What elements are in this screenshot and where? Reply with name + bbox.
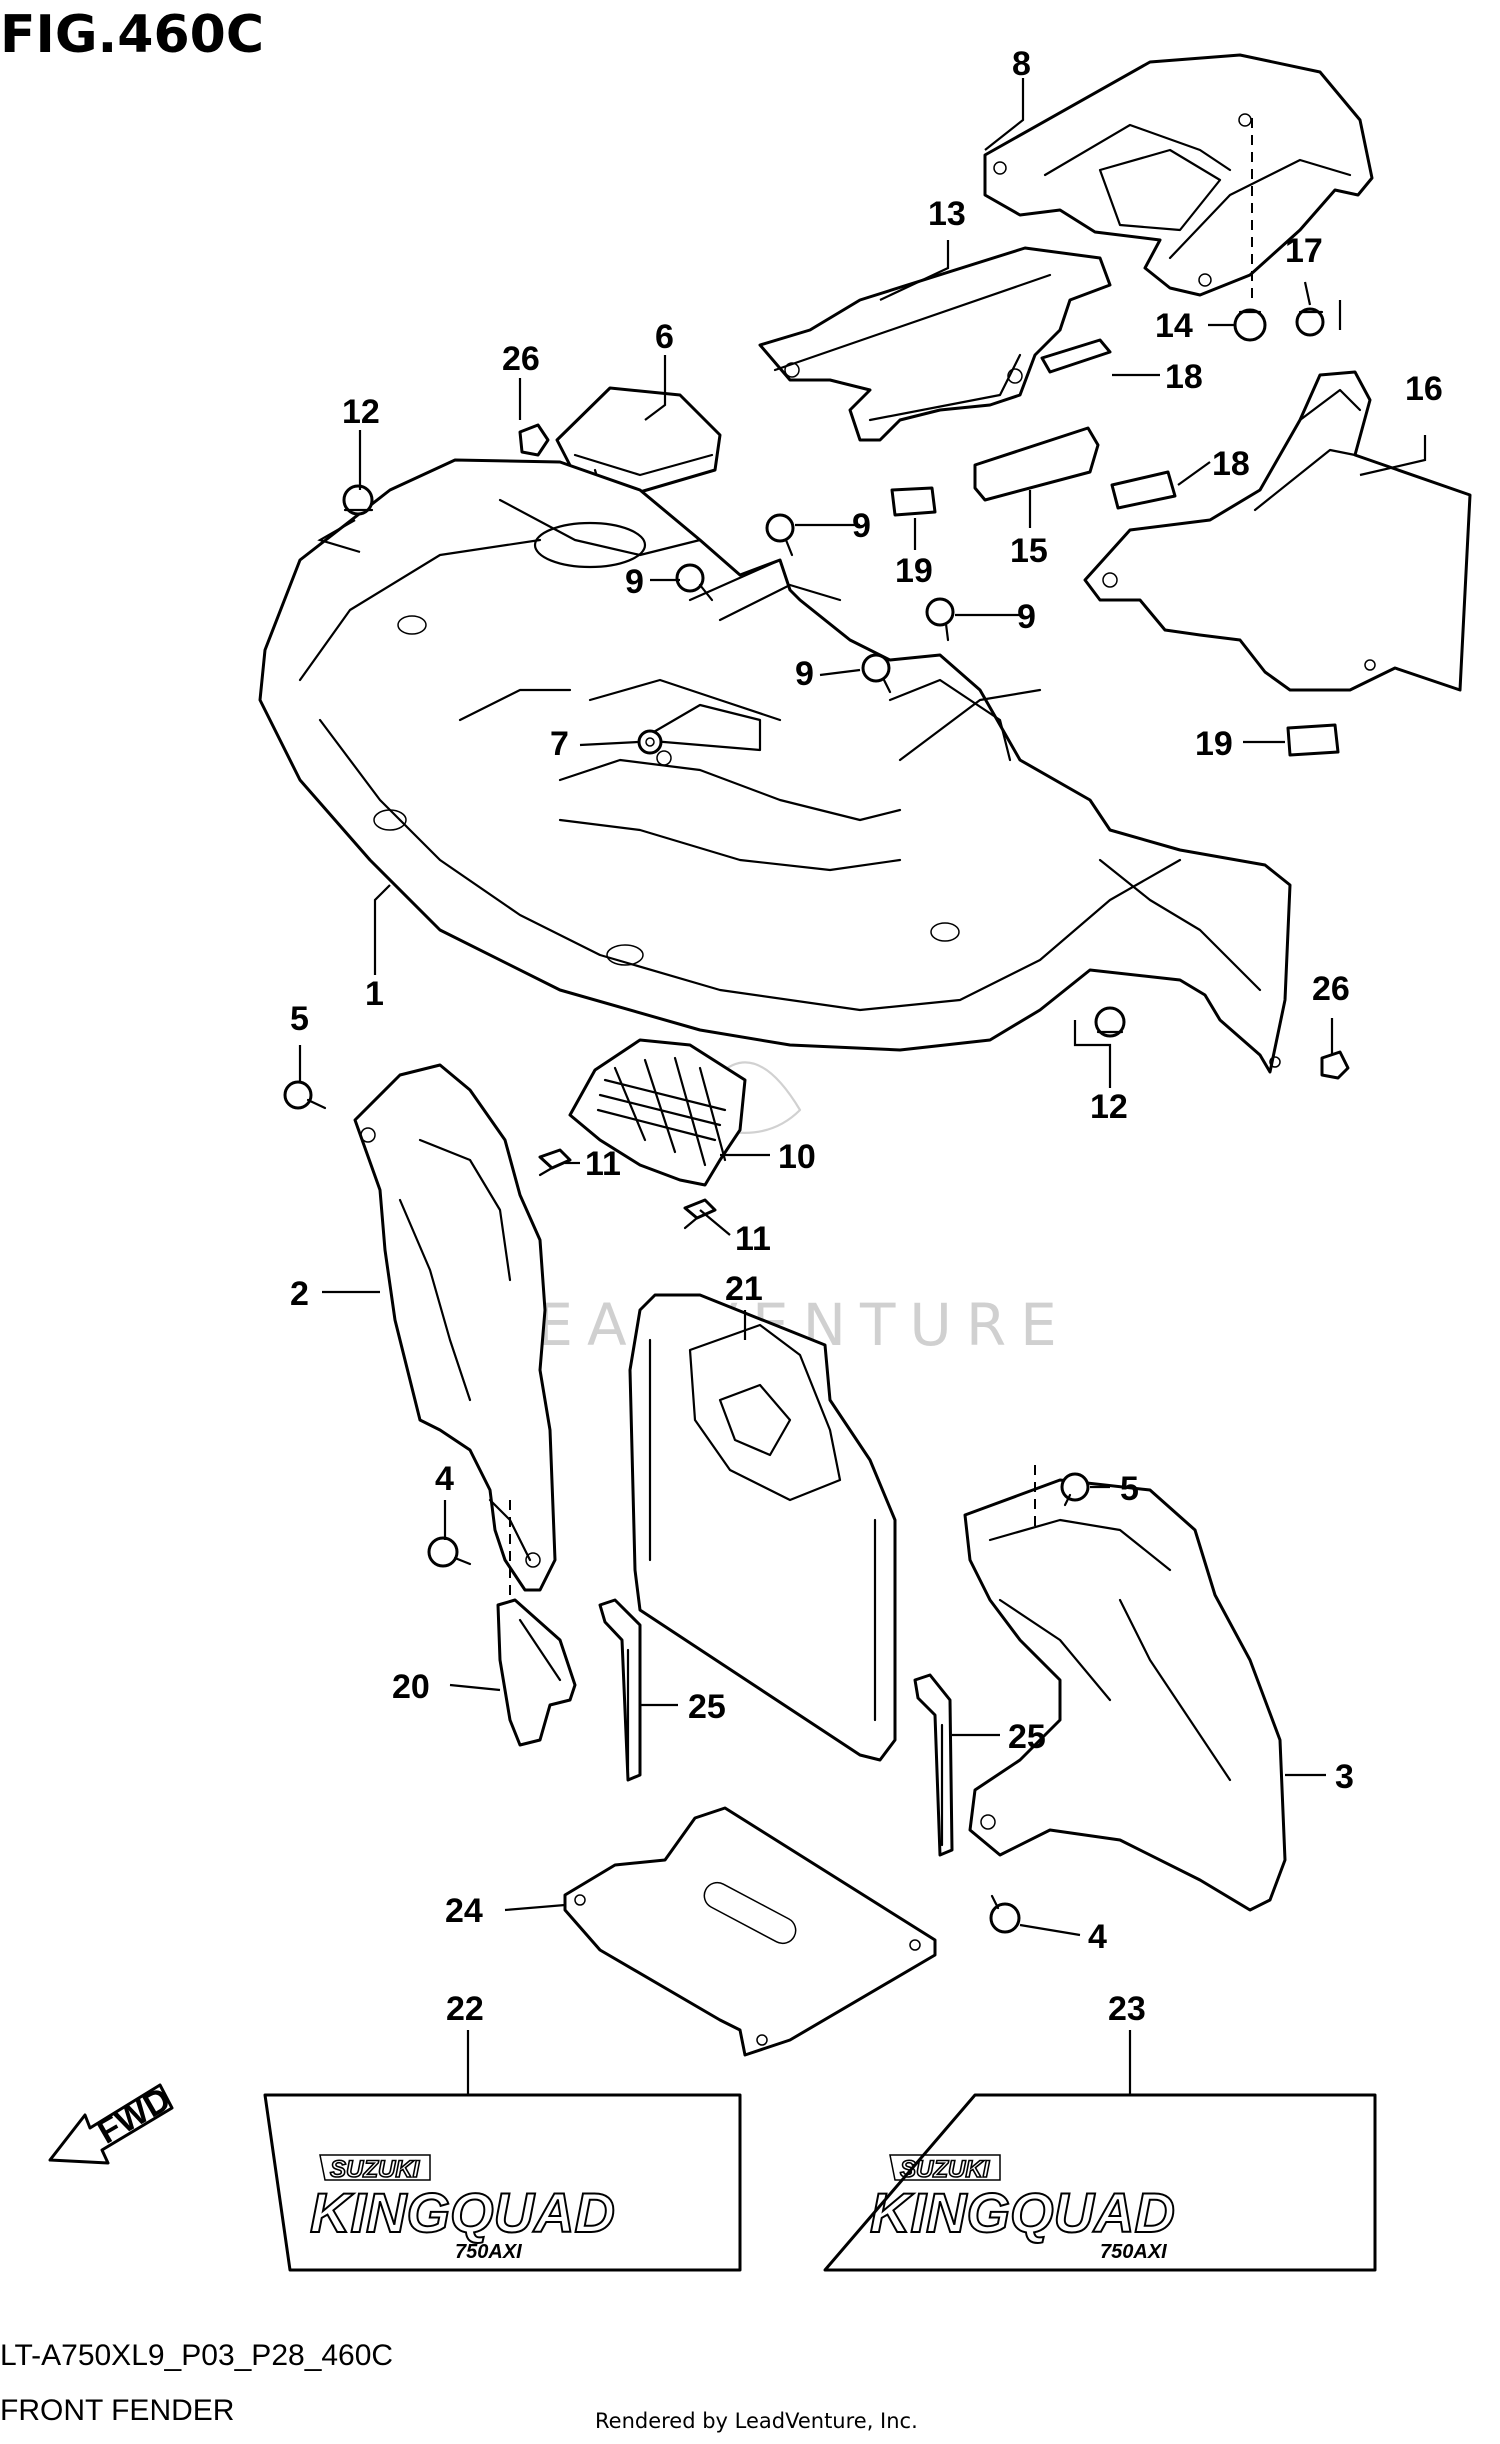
- section-name: FRONT FENDER: [0, 2394, 234, 2427]
- fastener-9-c[interactable]: [925, 597, 955, 642]
- decal-right-brand: SUZUKI: [900, 2156, 991, 2183]
- callout-20: 20: [392, 1668, 430, 1706]
- callout-1: 1: [365, 975, 384, 1013]
- part-13-bracket[interactable]: [758, 246, 1112, 442]
- callout-13: 13: [928, 195, 966, 233]
- callout-4-right: 4: [1088, 1918, 1107, 1956]
- part-1-front-fender[interactable]: [258, 458, 1292, 1074]
- callout-25-right: 25: [1008, 1718, 1046, 1756]
- callout-2: 2: [290, 1275, 309, 1313]
- part-3-inner-fender-right[interactable]: [963, 1478, 1287, 1912]
- screw-11-lower[interactable]: [683, 1198, 717, 1230]
- leader-lines: [298, 78, 1427, 2095]
- render-credit: Rendered by LeadVenture, Inc.: [595, 2409, 918, 2433]
- decal-left-variant: 750AXI: [455, 2241, 522, 2263]
- part-20-bracket[interactable]: [496, 1598, 577, 1747]
- decal-right-variant: 750AXI: [1100, 2241, 1167, 2263]
- callout-19-right: 19: [1195, 725, 1233, 763]
- callout-5-right: 5: [1120, 1470, 1139, 1508]
- callout-21: 21: [725, 1270, 763, 1308]
- callout-11-upper: 11: [585, 1145, 621, 1183]
- part-10-grille[interactable]: [568, 1038, 747, 1187]
- decal-left-model: KINGQUAD: [310, 2181, 615, 2244]
- part-19-block-right[interactable]: [1286, 723, 1340, 757]
- callout-15: 15: [1010, 532, 1048, 570]
- part-22-decal-left[interactable]: SUZUKI KINGQUAD 750AXI: [263, 2093, 742, 2272]
- fastener-7[interactable]: [637, 729, 663, 755]
- fastener-9-b[interactable]: [765, 513, 795, 557]
- callout-24: 24: [445, 1892, 483, 1930]
- fastener-12-lower[interactable]: [1094, 1006, 1126, 1038]
- fastener-14[interactable]: [1233, 308, 1267, 342]
- fastener-17[interactable]: [1295, 307, 1325, 337]
- part-16-side-panel[interactable]: [1083, 370, 1472, 692]
- callout-9-c: 9: [1017, 598, 1036, 636]
- callout-26-lower: 26: [1312, 970, 1350, 1008]
- callout-10: 10: [778, 1138, 816, 1176]
- part-24-skid-plate[interactable]: [563, 1806, 937, 2057]
- fastener-4-right[interactable]: [989, 1894, 1021, 1934]
- fastener-9-d[interactable]: [861, 653, 892, 694]
- part-23-decal-right[interactable]: SUZUKI KINGQUAD 750AXI: [823, 2093, 1377, 2272]
- fastener-4-left[interactable]: [427, 1536, 472, 1568]
- decal-left-brand: SUZUKI: [330, 2156, 421, 2183]
- callout-12-lower: 12: [1090, 1088, 1128, 1126]
- fastener-26-upper[interactable]: [518, 423, 550, 457]
- callout-12-upper: 12: [342, 393, 380, 431]
- callout-22: 22: [446, 1990, 484, 2028]
- callout-9-d: 9: [795, 655, 814, 693]
- decal-right-model: KINGQUAD: [870, 2181, 1175, 2244]
- figure-title: FIG.460C: [0, 5, 264, 65]
- fastener-5-right[interactable]: [1060, 1472, 1090, 1507]
- callout-6: 6: [655, 318, 674, 356]
- callout-19-upper: 19: [895, 552, 933, 590]
- callout-7: 7: [550, 725, 569, 763]
- fastener-5-left[interactable]: [283, 1080, 327, 1110]
- callout-3: 3: [1335, 1758, 1354, 1796]
- part-19-block-upper[interactable]: [890, 486, 937, 517]
- callout-9-a: 9: [625, 563, 644, 601]
- forward-label: FWD: [91, 2080, 177, 2152]
- screw-11-upper[interactable]: [538, 1148, 572, 1177]
- callouts: 8 13 6 26 12 9 9 9 9 7 1 14 17 18 16 18 …: [290, 45, 1443, 2028]
- forward-arrow: FWD: [48, 2080, 177, 2165]
- callout-23: 23: [1108, 1990, 1146, 2028]
- part-21-mud-shield[interactable]: [628, 1293, 897, 1762]
- callout-4-left: 4: [435, 1460, 454, 1498]
- callout-26-upper: 26: [502, 340, 540, 378]
- fastener-12-upper[interactable]: [342, 484, 374, 516]
- callout-18-right: 18: [1212, 445, 1250, 483]
- fastener-26-lower[interactable]: [1320, 1050, 1350, 1080]
- part-25-cable-tie-left[interactable]: [598, 1598, 642, 1782]
- callout-14: 14: [1155, 307, 1193, 345]
- callout-5-left: 5: [290, 1000, 309, 1038]
- callout-17: 17: [1285, 232, 1323, 270]
- callout-16: 16: [1405, 370, 1443, 408]
- model-code: LT-A750XL9_P03_P28_460C: [0, 2339, 393, 2372]
- part-2-inner-fender-left[interactable]: [353, 1063, 557, 1592]
- callout-11-lower: 11: [735, 1220, 771, 1258]
- callout-25-left: 25: [688, 1688, 726, 1726]
- part-18-pad-upper[interactable]: [1040, 338, 1112, 374]
- part-18-pad-right[interactable]: [1110, 470, 1177, 510]
- part-25-cable-tie-right[interactable]: [913, 1673, 954, 1857]
- callout-8: 8: [1012, 45, 1031, 83]
- callout-9-b: 9: [852, 507, 871, 545]
- callout-18-upper: 18: [1165, 358, 1203, 396]
- fastener-9-a[interactable]: [675, 563, 714, 602]
- part-15-pad[interactable]: [973, 426, 1100, 502]
